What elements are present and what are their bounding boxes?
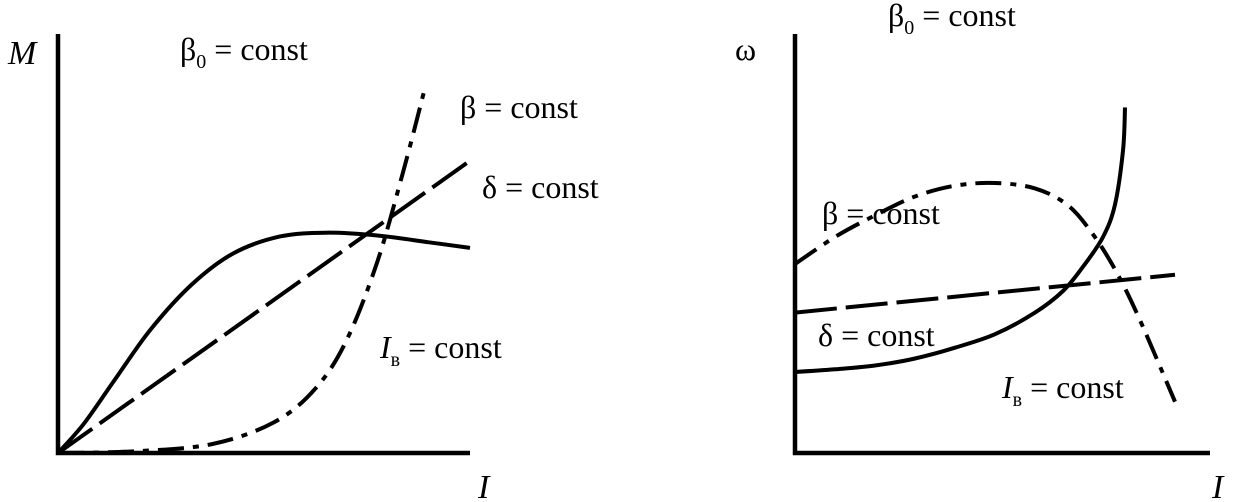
right-series-delta xyxy=(794,107,1127,374)
chart-right: ω I β0 = const β = const δ = const Iв = … xyxy=(735,0,1225,502)
right-label-beta0: β0 = const xyxy=(888,0,1016,39)
right-axes xyxy=(792,34,1210,456)
left-series-delta xyxy=(56,230,471,455)
left-label-beta: β = const xyxy=(460,89,578,125)
right-label-beta: β = const xyxy=(822,195,940,231)
left-label-beta0: β0 = const xyxy=(180,31,308,73)
left-x-axis-label: I xyxy=(477,469,491,502)
left-series-beta xyxy=(56,159,472,455)
left-label-iv: Iв = const xyxy=(379,329,502,371)
right-y-axis-label: ω xyxy=(735,31,756,67)
right-x-axis-label: I xyxy=(1211,469,1225,502)
left-axes xyxy=(55,34,470,456)
right-series-beta xyxy=(794,272,1176,315)
right-label-iv: Iв = const xyxy=(1001,369,1124,411)
right-label-delta: δ = const xyxy=(818,317,935,353)
left-y-axis-label: M xyxy=(7,35,38,72)
left-series-beta0 xyxy=(57,92,426,455)
chart-left: M I β0 = const β = const δ = const Iв = … xyxy=(7,31,599,502)
left-label-delta: δ = const xyxy=(482,169,599,205)
